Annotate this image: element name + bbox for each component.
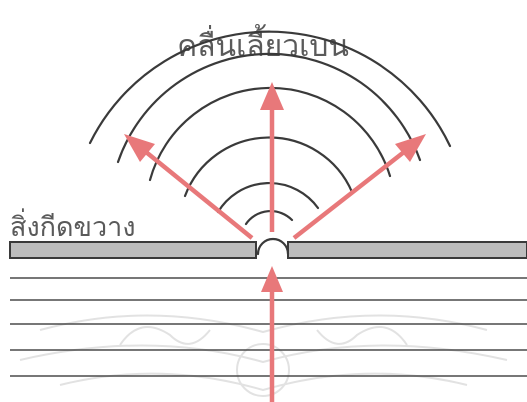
diffracted-wavefronts — [88, 30, 452, 226]
wavefront-arc-2 — [216, 181, 320, 214]
barrier-right — [287, 241, 527, 259]
direction-arrows — [124, 82, 426, 402]
incident-arrow-head — [261, 266, 283, 292]
left-arrow-head — [124, 134, 155, 162]
wavefront-arc-6 — [88, 30, 452, 148]
wavefront-arc-4 — [148, 86, 392, 182]
wavefront-arc-1 — [244, 210, 294, 226]
center-arrow-head — [260, 82, 284, 110]
wavefront-arc-3 — [183, 136, 354, 198]
right-arrow-head — [395, 134, 426, 162]
left-arrow — [144, 150, 254, 240]
wavefront-arc-5 — [116, 52, 422, 164]
barrier-label: สิ่งกีดขวาง — [10, 208, 136, 243]
slit-edge-arc — [256, 237, 290, 256]
barrier-left — [9, 241, 257, 259]
right-arrow — [292, 150, 406, 240]
barrier — [9, 237, 527, 259]
watermark-seal — [19, 314, 508, 397]
